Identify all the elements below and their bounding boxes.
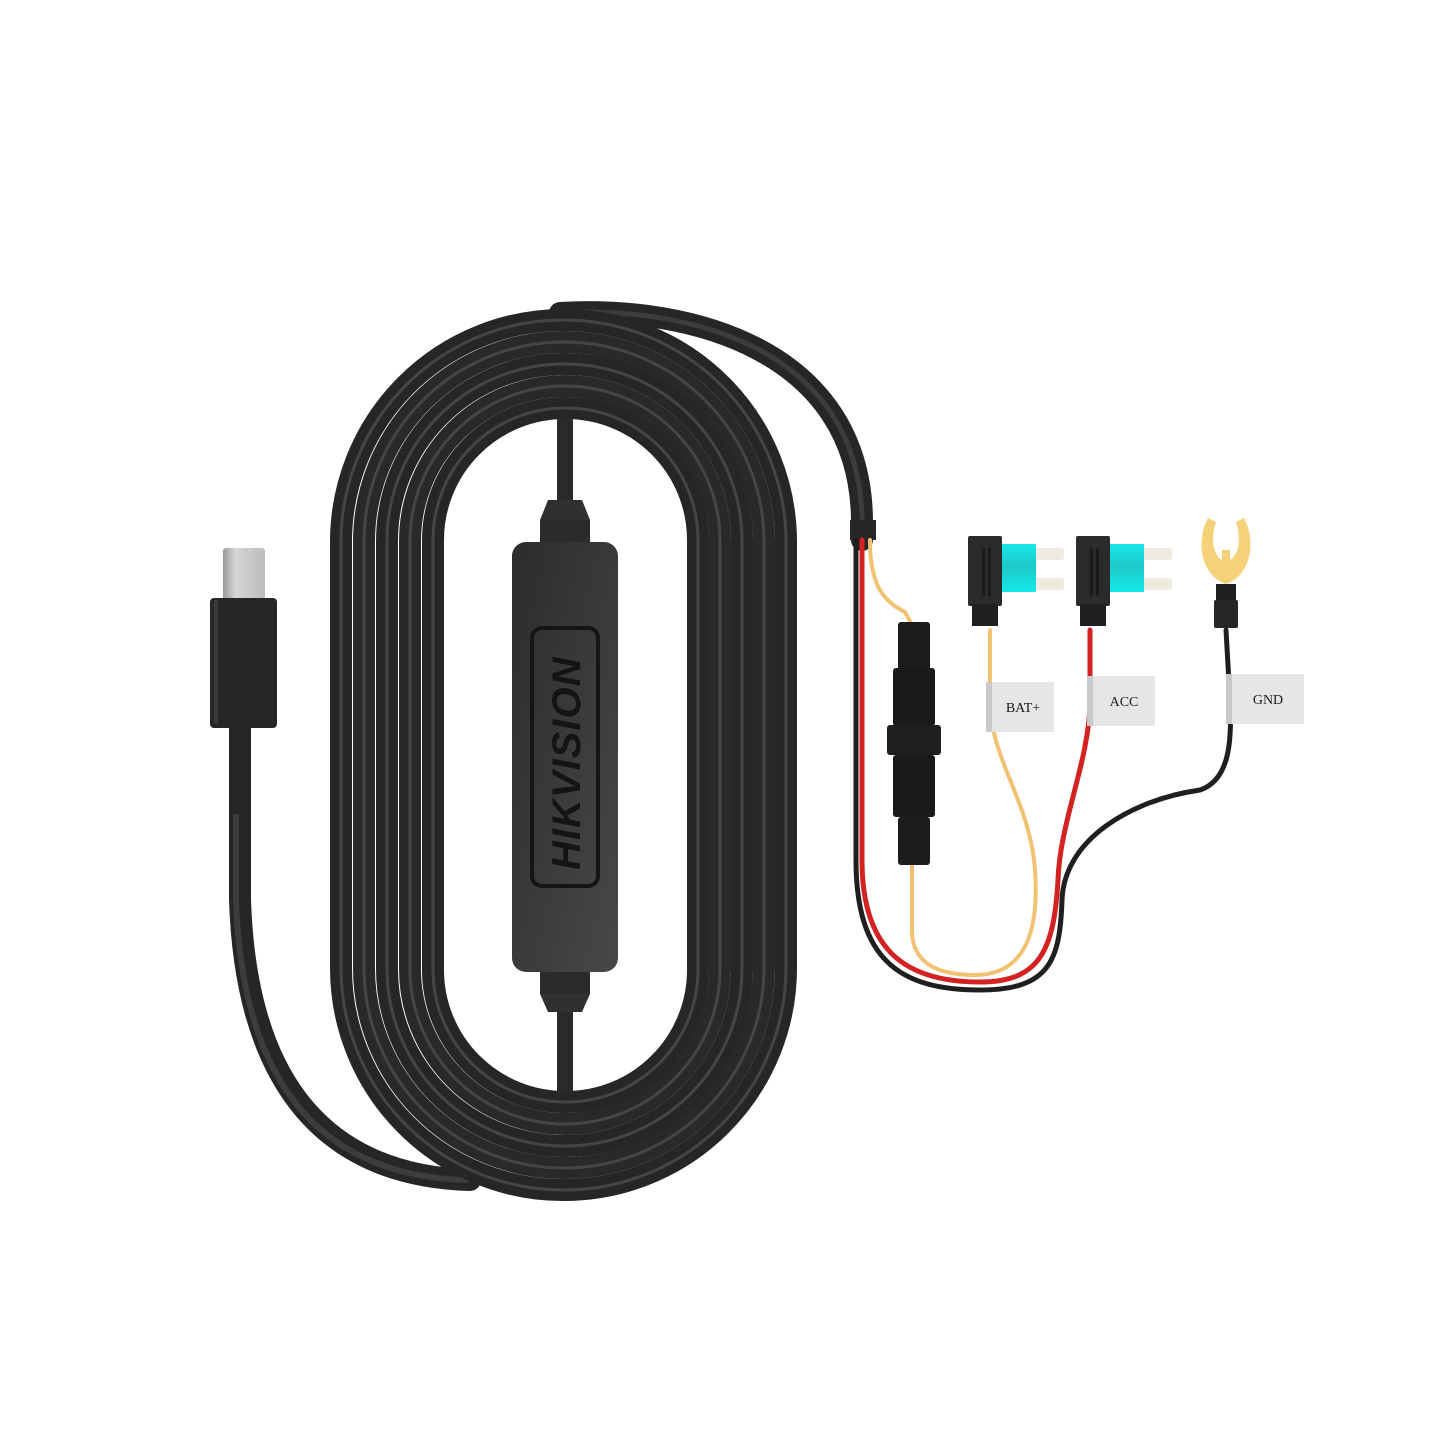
spade-terminal-gnd bbox=[1201, 518, 1251, 628]
inline-fuse-holder bbox=[887, 622, 941, 865]
fuse-tap-bat bbox=[968, 536, 1064, 626]
converter-module: HIKVISION bbox=[512, 542, 618, 972]
svg-text:ACC: ACC bbox=[1110, 695, 1139, 710]
label-tag-bat: BAT+ bbox=[986, 682, 1054, 732]
label-tag-gnd: GND bbox=[1226, 674, 1304, 724]
label-tag-acc: ACC bbox=[1087, 676, 1155, 726]
brand-logo: HIKVISION bbox=[545, 656, 589, 870]
wire-split bbox=[850, 520, 1234, 993]
module-stems bbox=[540, 418, 590, 1094]
coiled-cable bbox=[229, 301, 873, 1201]
svg-text:GND: GND bbox=[1253, 693, 1283, 708]
fuse-tap-acc bbox=[1076, 536, 1172, 626]
svg-text:BAT+: BAT+ bbox=[1006, 701, 1040, 716]
usb-c-connector bbox=[210, 548, 277, 814]
